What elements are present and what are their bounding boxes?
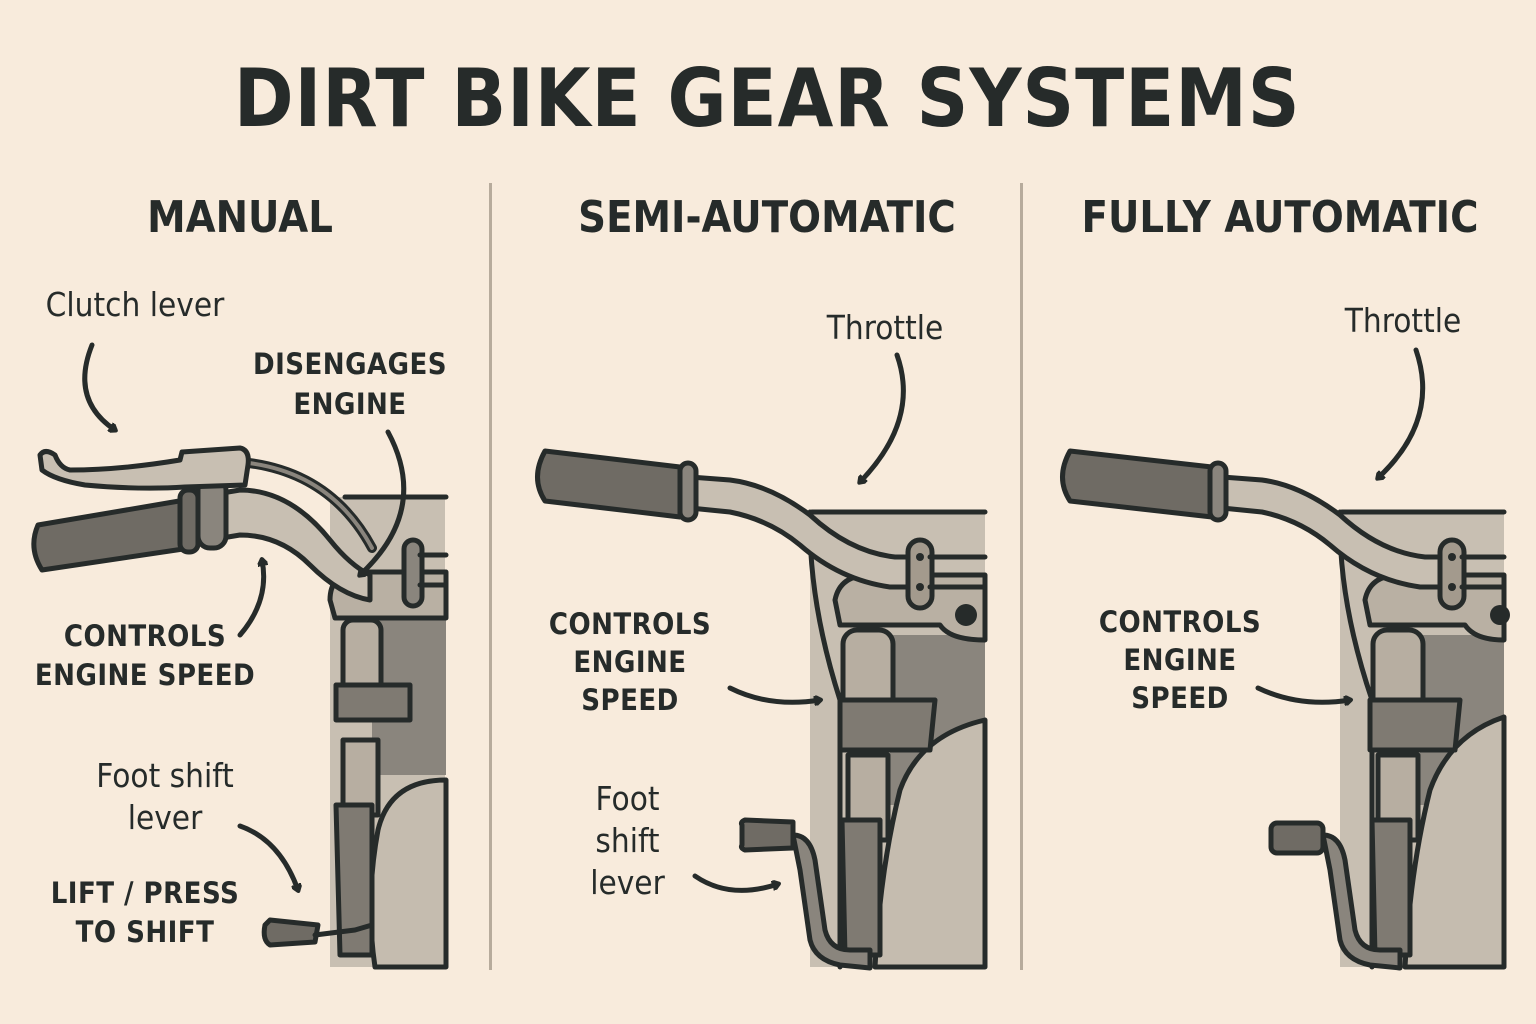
arrow-foot-shift: [237, 823, 298, 890]
label-foot-shift-line2: lever: [127, 798, 203, 837]
arrow-disengages: [360, 429, 407, 575]
label-clutch-lever: Clutch lever: [45, 285, 225, 324]
heading-manual: MANUAL: [147, 192, 333, 243]
arrow-controls: [727, 685, 820, 702]
fork: [1367, 627, 1463, 958]
label-foot: Foot: [595, 779, 660, 818]
label-throttle: Throttle: [1344, 301, 1462, 340]
arrow-clutch: [82, 342, 115, 430]
label-disengages-line1: DISENGAGES: [252, 347, 448, 381]
fork: [837, 627, 938, 958]
handlebar-grip: [535, 448, 683, 520]
manual-illustration: [31, 342, 449, 970]
label-controls-line1: CONTROLS: [548, 607, 712, 641]
diagram-title: DIRT BIKE GEAR SYSTEMS: [233, 52, 1301, 145]
heading-fully-automatic: FULLY AUTOMATIC: [1081, 192, 1479, 243]
label-shift: shift: [595, 821, 660, 860]
column-divider: [489, 183, 492, 970]
frame-bolt: [955, 604, 977, 626]
handlebar: [687, 474, 911, 590]
label-controls-line2: ENGINE SPEED: [573, 645, 687, 717]
handlebar: [1219, 474, 1443, 590]
label-controls-line1: CONTROLS: [63, 619, 227, 653]
label-disengages-line2: ENGINE: [293, 387, 407, 421]
label-lift-press-line1: LIFT / PRESS: [50, 876, 240, 910]
arrow-throttle: [860, 352, 906, 482]
label-controls-line2: ENGINE SPEED: [1123, 643, 1237, 715]
handlebar-grip: [31, 497, 193, 573]
label-lever: lever: [590, 863, 665, 902]
fork: [333, 617, 413, 958]
label-controls-line2: ENGINE SPEED: [34, 658, 256, 692]
full-auto-illustration: [1060, 347, 1510, 971]
foot-shift-lever: [1268, 820, 1326, 856]
column-divider: [1020, 183, 1023, 970]
bar-clamp: [905, 537, 935, 611]
handlebar: [207, 487, 373, 603]
heading-semi-automatic: SEMI-AUTOMATIC: [578, 192, 956, 243]
bar-clamp: [1437, 537, 1467, 611]
arrow-controls: [237, 560, 264, 638]
semi-auto-illustration: [535, 352, 988, 971]
label-throttle: Throttle: [826, 308, 944, 347]
label-lift-press-line2: TO SHIFT: [75, 915, 215, 949]
foot-shift-lever: [261, 917, 321, 948]
handlebar-grip: [1060, 448, 1215, 520]
frame-bolt: [1490, 605, 1510, 625]
label-foot-shift-line1: Foot shift: [96, 756, 234, 795]
clutch-lever: [37, 445, 251, 491]
label-controls-line1: CONTROLS: [1098, 605, 1262, 639]
arrow-throttle: [1378, 347, 1426, 478]
bar-clamp: [401, 537, 425, 609]
arrow-foot-shift: [692, 873, 778, 893]
arrow-controls: [1255, 685, 1350, 702]
foot-shift-lever: [738, 817, 796, 853]
